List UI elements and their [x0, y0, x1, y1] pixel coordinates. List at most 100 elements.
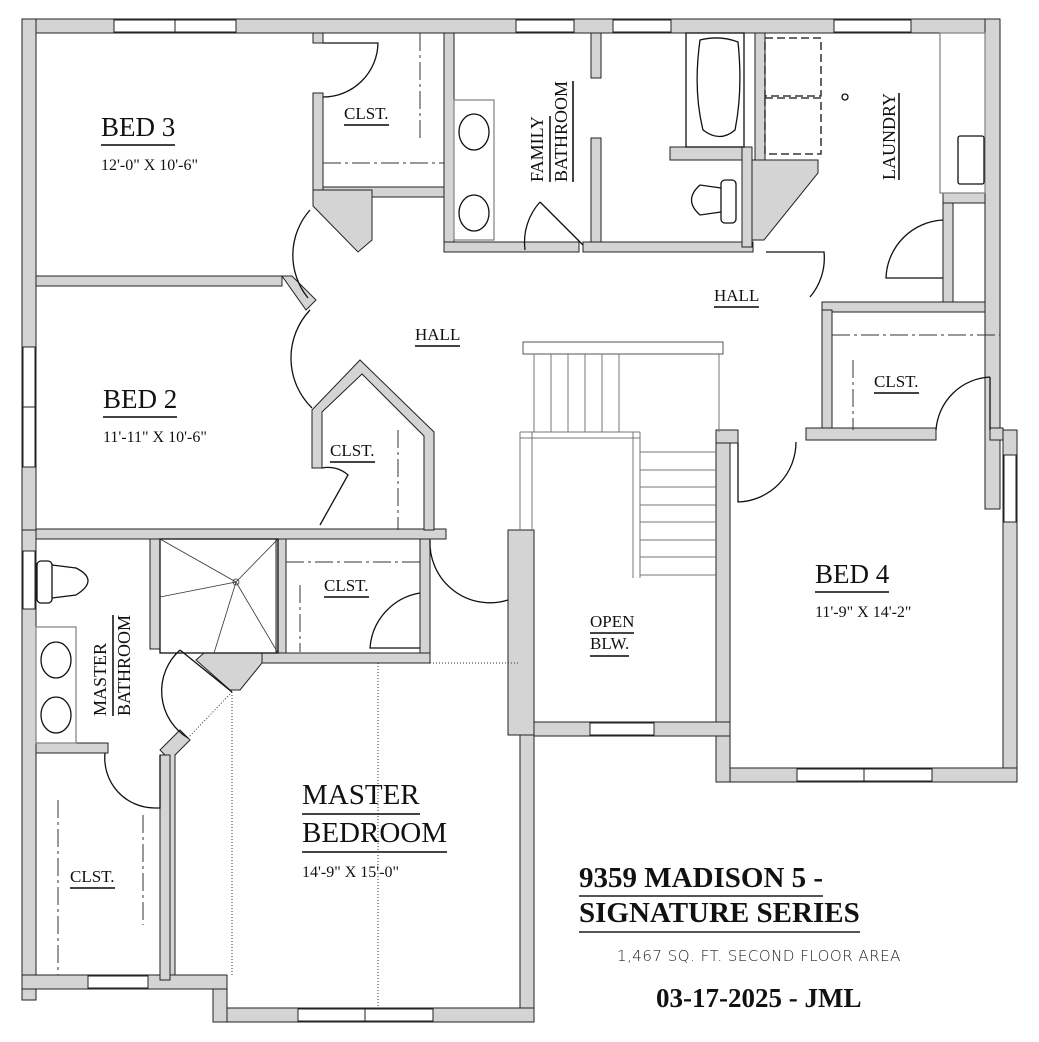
wall-bed4-closet-west — [821, 309, 833, 433]
door-bed2 — [290, 309, 313, 409]
wall-master-closet-east — [159, 754, 171, 981]
door-fambath — [523, 201, 584, 251]
room-dimensions: 11'-11" X 10'-6" — [103, 429, 207, 446]
room-name: BEDROOM — [302, 819, 448, 853]
room-dimensions: 14'-9" X 15'-0" — [302, 864, 400, 881]
wall-fambath-partition — [590, 137, 602, 251]
room-name: BED 3 — [101, 114, 176, 146]
wall-fambath-divider — [590, 32, 602, 79]
room-dimensions: 12'-0" X 10'-6" — [101, 157, 199, 174]
date-initials: 03-17-2025 - JML — [656, 983, 862, 1013]
plan-title-line2: SIGNATURE SERIES — [579, 897, 860, 933]
label-closet-bed4: CLST. — [874, 373, 919, 394]
wall-east-upper — [984, 18, 1001, 510]
window-openblw — [589, 722, 655, 736]
sink-icon — [40, 696, 72, 734]
label-closet-bed3: CLST. — [344, 105, 389, 126]
wall-bed2-south — [35, 528, 447, 540]
vanity-fambath — [453, 99, 495, 241]
wall-laundry-angled — [751, 159, 819, 241]
window-bed4-east — [1003, 454, 1017, 523]
plan-title: 9359 MADISON 5 - SIGNATURE SERIES — [579, 862, 860, 933]
label-laundry: LAUNDRY — [879, 92, 900, 180]
window-fambath — [515, 19, 575, 33]
wall-tub-ledge — [669, 146, 751, 161]
sink-icon — [40, 641, 72, 679]
label-bathroom: BATHROOM — [550, 80, 575, 182]
drain-icon — [841, 93, 849, 101]
wall-openblw-west — [507, 529, 535, 736]
laundry-sink-icon — [957, 135, 985, 185]
wall-west-lower — [21, 529, 37, 1001]
wall-shower-west — [149, 538, 161, 650]
door-master — [429, 539, 509, 604]
wall-bed4-closet-south-east — [989, 427, 1004, 441]
label-family-bathroom: FAMILY BATHROOM — [527, 80, 575, 182]
stair — [519, 341, 724, 578]
door-bed3-closet — [322, 42, 379, 98]
wall-bed2-door-jamb — [281, 275, 317, 311]
room-name: MASTER — [302, 781, 420, 815]
door-bed4 — [737, 441, 797, 503]
room-name: BED 4 — [815, 561, 890, 593]
label-master: MASTER — [90, 642, 110, 716]
shower-icon — [159, 538, 279, 654]
toilet-tank-icon — [36, 560, 53, 604]
window-master-closet — [87, 975, 149, 989]
door-master-closet — [104, 752, 161, 809]
bathtub-basin-icon — [696, 37, 741, 138]
label-family: FAMILY — [527, 116, 551, 182]
wall-fambath-south-east — [582, 241, 754, 253]
wall-master-bath-south — [35, 742, 109, 754]
washer-icon — [764, 37, 822, 97]
wall-hall-closet-east — [419, 538, 431, 663]
label-open-below: OPEN BLW. — [590, 612, 635, 657]
toilet-bowl-icon — [690, 184, 722, 216]
wall-hall-east-south — [821, 301, 986, 313]
label-hall-east: HALL — [714, 287, 760, 308]
room-bed4: BED 4 11'-9" X 14'-2" — [815, 561, 911, 621]
label-bathroom: BATHROOM — [111, 614, 136, 716]
room-name: BED 2 — [103, 386, 178, 418]
wall-laundry-closet-top — [942, 192, 986, 204]
label-laundry-text: LAUNDRY — [879, 92, 900, 180]
label-below: BLW. — [590, 634, 630, 657]
wall-bed3-closet-north-stub — [312, 32, 324, 44]
label-closet-hall: CLST. — [324, 577, 369, 598]
toilet-tank-icon — [720, 179, 737, 224]
door-bed3 — [292, 209, 311, 299]
wall-stair-east — [715, 429, 739, 444]
wall-bed3-angled — [312, 189, 373, 253]
door-laundry-closet — [885, 219, 944, 279]
door-bed4-closet — [935, 376, 991, 431]
door-laundry — [766, 251, 825, 298]
wall-bed2-closet — [311, 359, 435, 531]
label-closet-bed2: CLST. — [330, 442, 375, 463]
wall-fambath-south — [443, 241, 580, 253]
toilet-bowl-icon — [51, 564, 89, 599]
label-open: OPEN — [590, 612, 635, 635]
door-bed2-closet — [319, 466, 349, 526]
dryer-icon — [764, 97, 822, 155]
label-closet-master: CLST. — [70, 868, 115, 889]
window-masterbath — [22, 550, 36, 610]
laundry-counter — [939, 32, 986, 194]
room-dimensions: 11'-9" X 14'-2" — [815, 604, 912, 621]
window-laundry — [833, 19, 912, 33]
label-hall-west: HALL — [415, 326, 461, 347]
vanity-masterbath — [35, 626, 77, 744]
wall-hall-closet-south — [261, 652, 431, 664]
plan-title-line1: 9359 MADISON 5 - — [579, 862, 824, 898]
wall-bed3-closet-east — [443, 32, 455, 252]
window-tub — [612, 19, 672, 33]
wall-laundry-east-closet — [942, 192, 954, 304]
wall-wc-east — [741, 146, 753, 248]
bathtub-icon — [685, 32, 745, 148]
sink-icon — [458, 194, 490, 232]
wall-laundry-west — [754, 32, 766, 161]
door-hall-closet — [369, 592, 421, 649]
wall-bed4-closet-south — [805, 427, 937, 441]
room-bed2: BED 2 11'-11" X 10'-6" — [103, 386, 207, 446]
sink-icon — [458, 113, 490, 151]
